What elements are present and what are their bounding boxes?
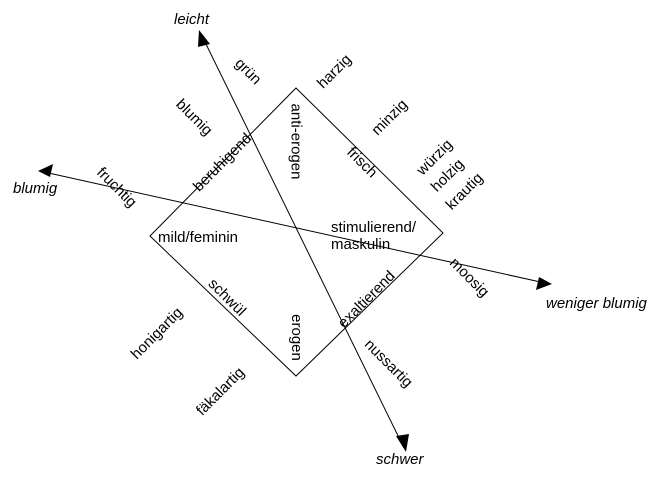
axis-label-blumig: blumig <box>13 180 58 197</box>
inner-label-mild-feminin: mild/feminin <box>158 229 239 246</box>
inner-label-anti-erogen: anti-erogen <box>287 103 305 180</box>
inner-label-stimulierend-maskulin: stimulierend/ maskulin <box>331 219 417 254</box>
axis-label-leicht: leicht <box>174 11 210 28</box>
arrow-leicht-icon <box>198 30 210 47</box>
axis-leicht-schwer <box>202 37 405 449</box>
arrow-blumig-icon <box>38 164 53 177</box>
inner-label-erogen: erogen <box>287 314 305 361</box>
axis-blumig-weniger-blumig <box>43 171 546 284</box>
diamond-shape <box>149 87 444 377</box>
axis-label-schwer: schwer <box>376 451 424 468</box>
arrow-schwer-icon <box>396 434 409 452</box>
axis-label-weniger-blumig: weniger blumig <box>546 295 647 312</box>
arrow-weniger-blumig-icon <box>536 277 552 290</box>
